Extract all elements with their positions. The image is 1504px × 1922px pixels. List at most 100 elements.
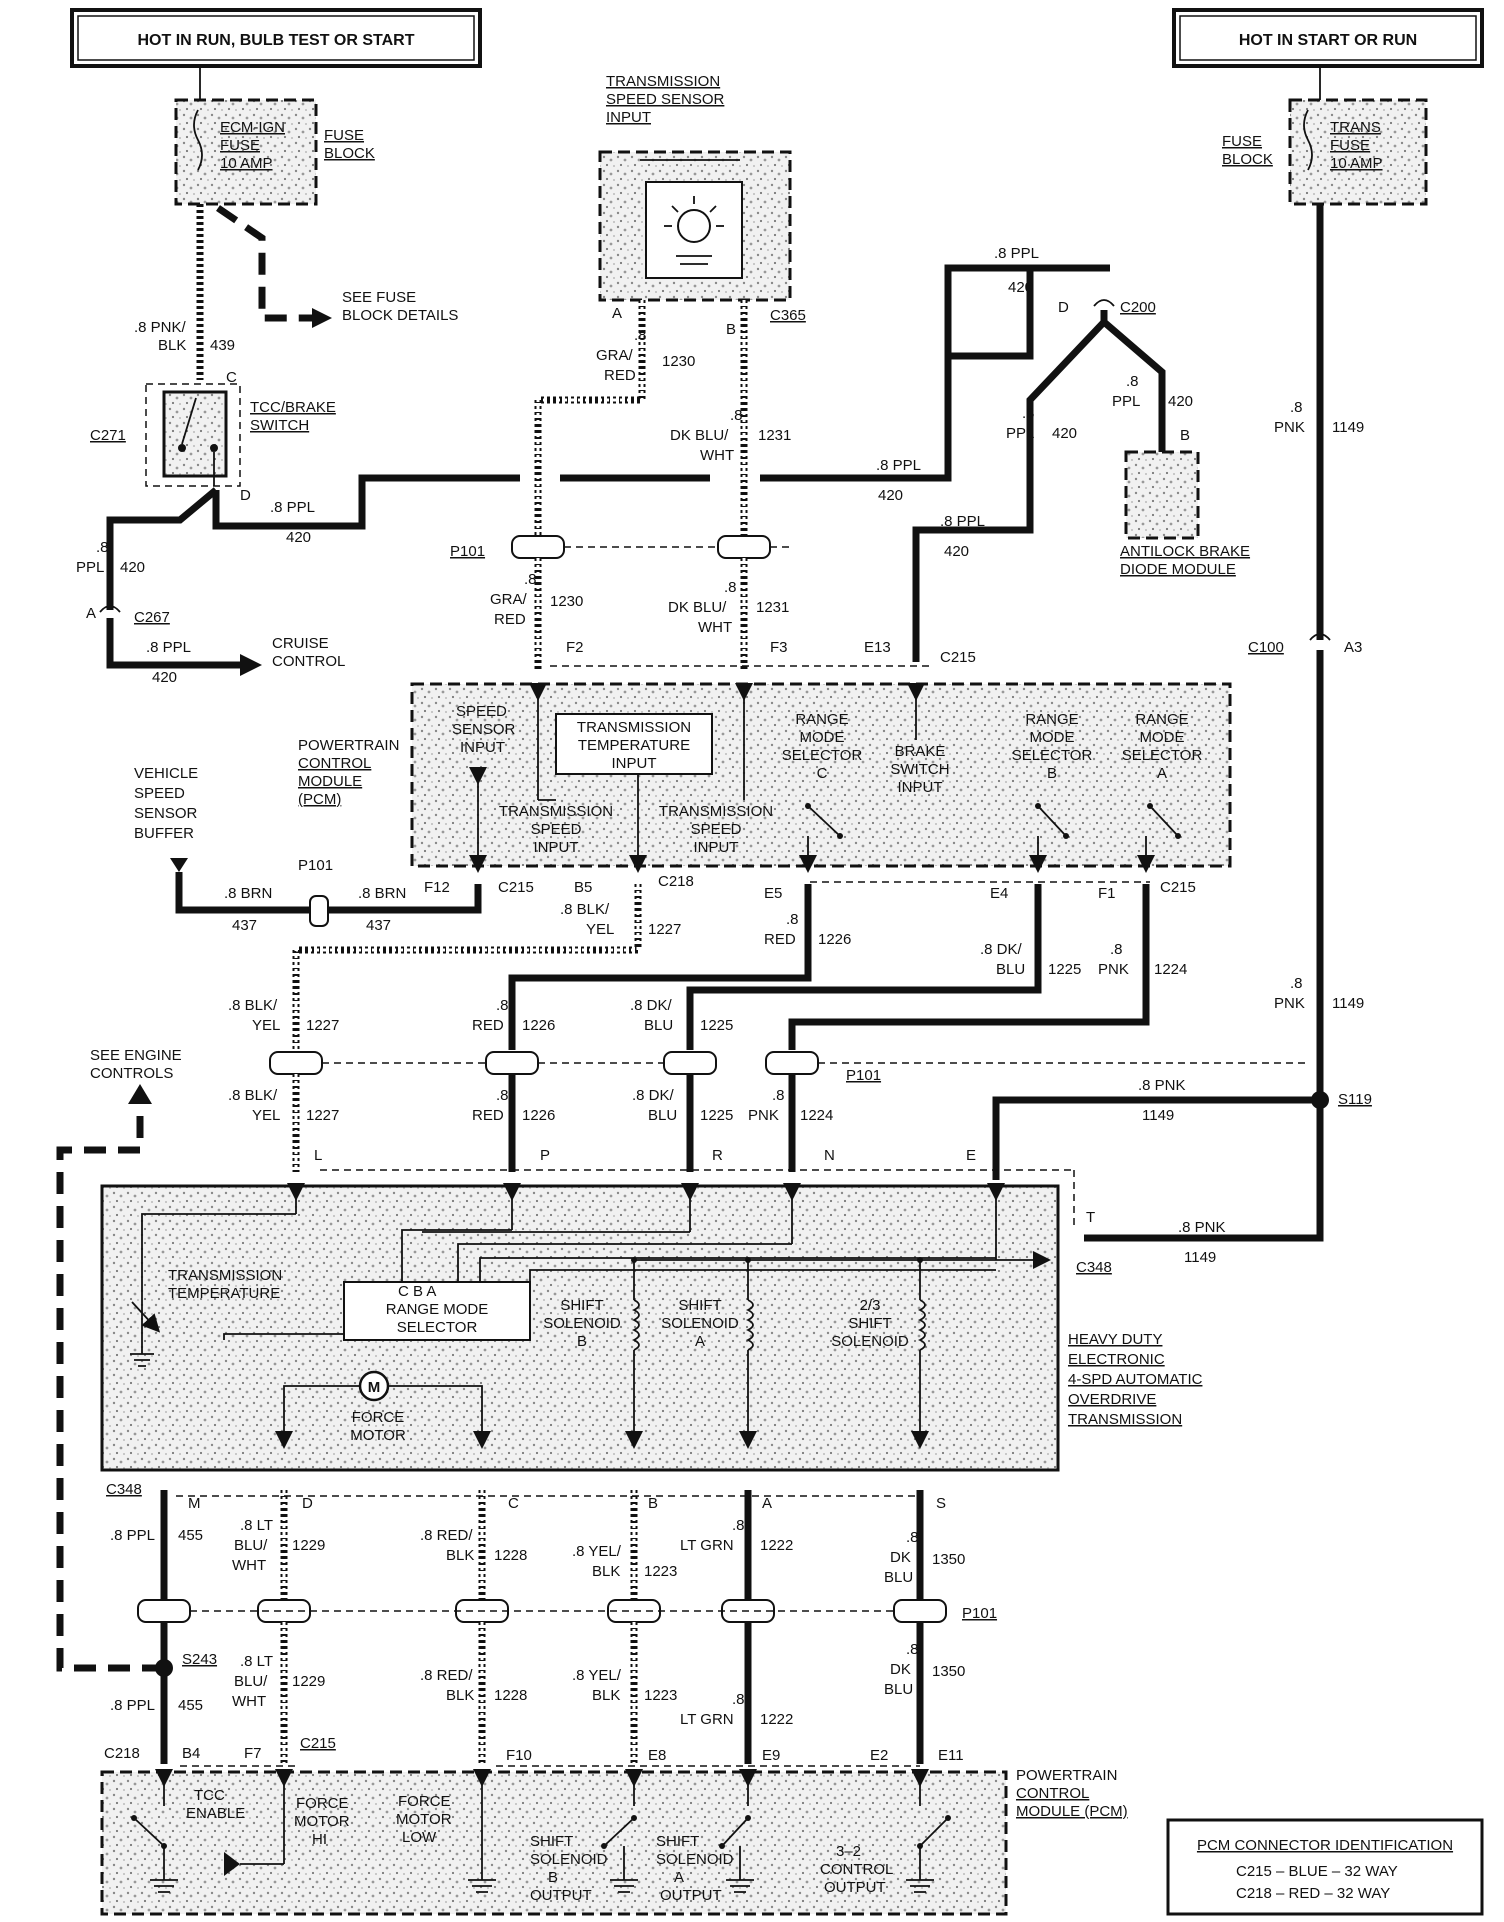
c218-label-bottom: C218 [104,1745,140,1762]
wire-420-cruise [106,618,240,669]
pin-a-c267: A [86,605,96,622]
wire-1226-upper [508,884,812,1050]
c215-label-bottom: C215 [300,1735,336,1752]
label-1231-top: 1231 [758,427,791,444]
pcm-connector-legend: PCM CONNECTOR IDENTIFICATION C215 – BLUE… [1166,1818,1484,1916]
tcc-switch-contact [181,397,197,445]
solenoid-23-coil [911,1257,929,1449]
label-dkblu-mid1: .8 DK/BLU [630,997,673,1034]
cruise-arrow [240,654,262,676]
p101-label-top: P101 [450,543,485,560]
label-1226-mid2: 1226 [522,1107,555,1124]
pin-e: E [966,1147,976,1164]
pin-e8: E8 [648,1747,666,1764]
wire-420-main-left [212,474,520,530]
p101-label-bottom: P101 [962,1605,997,1622]
wire-1149-to-t [1084,1100,1324,1242]
label-pnk-t: .8 PNK [1178,1219,1226,1236]
legend-line-2: C218 – RED – 32 WAY [1236,1885,1390,1902]
pin-d-c200: D [1058,299,1069,316]
label-ppl-455-lower: .8 PPL [110,1697,155,1714]
wire-1224-upper [788,884,1150,1050]
pin-m: M [188,1495,201,1512]
label-ppl-3: .8 PPL [876,457,921,474]
force-motor-symbol: M [368,1379,381,1396]
p101-label-mid: P101 [846,1067,881,1084]
c200-label: C200 [1120,299,1156,316]
label-blk-yel-mid2: .8 BLK/YEL [228,1087,280,1124]
pin-e5: E5 [764,885,782,902]
trans-temp-ground-icon [130,1340,154,1367]
label-ppl-7: .8 PPL [940,513,985,530]
label-1223-upper: 1223 [644,1563,677,1580]
label-1228-lower: 1228 [494,1687,527,1704]
wire-1149-to-e [992,1096,1320,1180]
label-redblk-upper: .8 RED/BLK [420,1527,474,1564]
pin-a-c365: A [612,305,622,322]
pin-b-c365: B [726,321,736,338]
pin-t: T [1086,1209,1095,1226]
engine-controls-lead [56,1104,164,1672]
c218-label-top: C218 [658,873,694,890]
pin-l: L [314,1147,322,1164]
label-1222-upper: 1222 [760,1537,793,1554]
legend-title: PCM CONNECTOR IDENTIFICATION [1197,1837,1453,1854]
tcc-switch-body [162,390,228,478]
s243-label: S243 [182,1651,217,1668]
tcc-switch-outline [145,383,241,487]
label-420-7: 420 [1052,425,1077,442]
label-dkblu-mid2: .8 DK/BLU [632,1087,677,1124]
pin-f3: F3 [770,639,788,656]
label-1226-top: 1226 [818,931,851,948]
label-420-1: 420 [286,529,311,546]
label-1149-e: 1149 [1142,1107,1174,1124]
pin-c-bottom: C [508,1495,519,1512]
s243-splice [155,1659,173,1677]
p101-bot-1350 [893,1599,947,1623]
power-box-right: HOT IN START OR RUN [1172,8,1484,68]
label-437-left: 437 [232,917,257,934]
pin-f10: F10 [506,1747,532,1764]
label-1224-mid2: 1224 [800,1107,833,1124]
label-1230-bot: 1230 [550,593,583,610]
wire-1225-upper [686,884,1042,1050]
label-420-2: 420 [120,559,145,576]
label-1227-mid1: 1227 [306,1017,339,1034]
pin-d-bottom: D [302,1495,313,1512]
label-ppl-455-upper: .8 PPL [110,1527,155,1544]
pin-e2: E2 [870,1747,888,1764]
label-1228-upper: 1228 [494,1547,527,1564]
pin-e13: E13 [864,639,891,656]
p101-top-1230 [511,535,565,559]
pin-a3: A3 [1344,639,1362,656]
tss-sensor-icon [677,209,711,243]
